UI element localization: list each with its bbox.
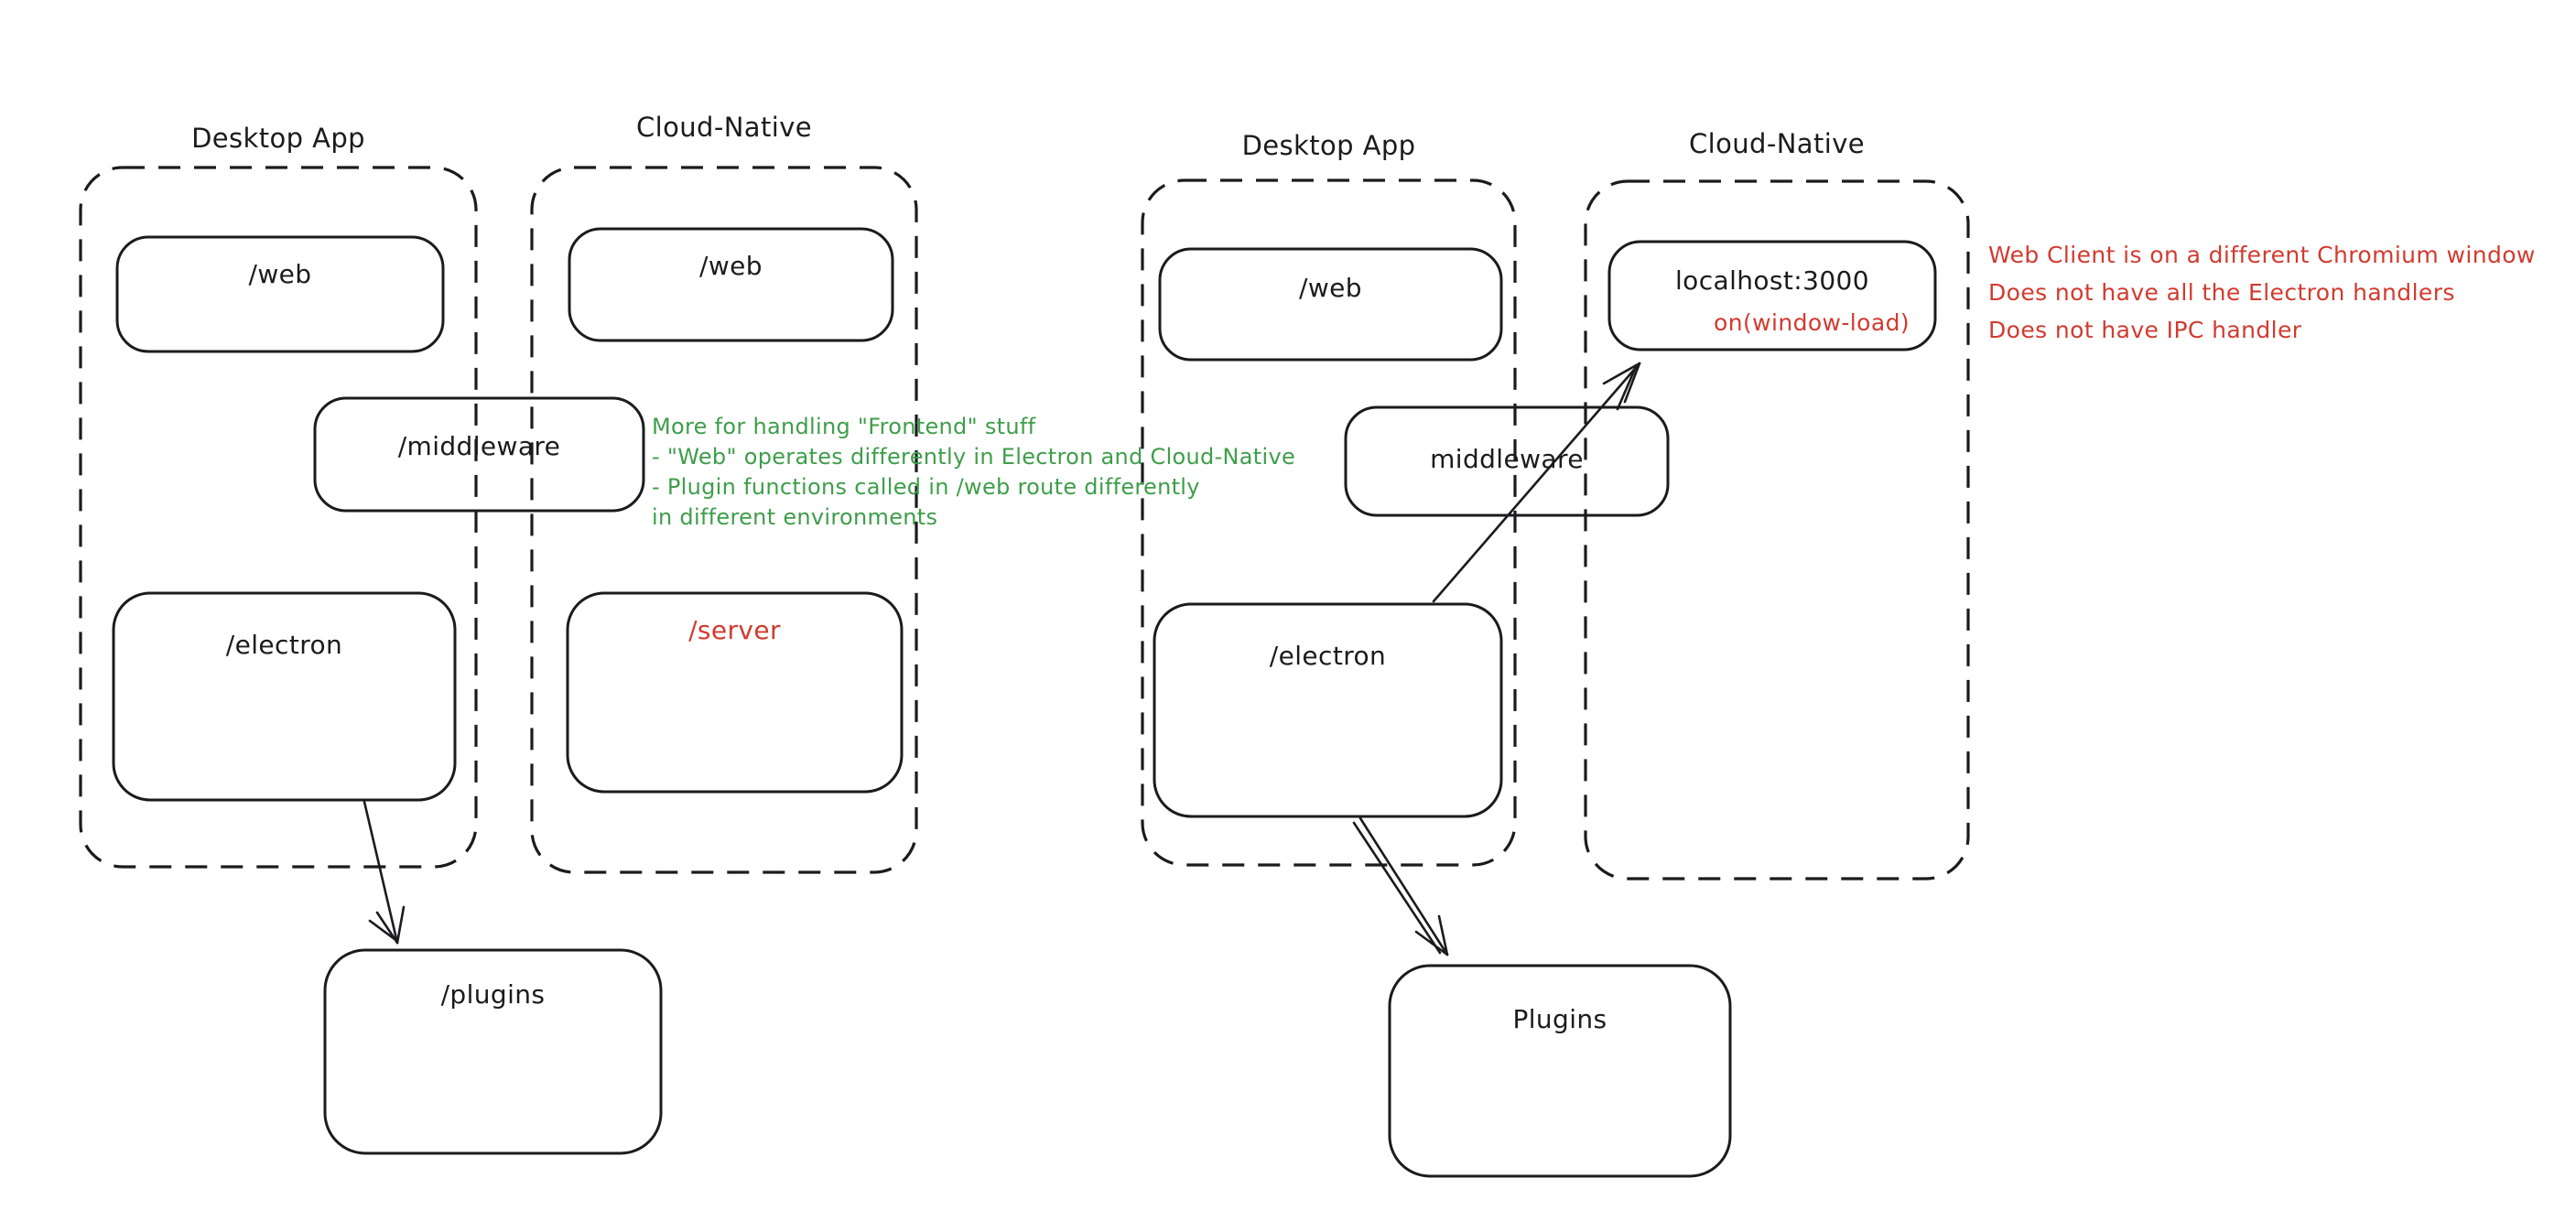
red-annotation-line-2: Does not have all the Electron handlers xyxy=(1988,279,2455,306)
left-electron-label[interactable]: /electron xyxy=(225,630,343,660)
right-web-box[interactable] xyxy=(1158,247,1503,362)
green-annotation-line-2: - "Web" operates differently in Electron… xyxy=(652,444,1296,470)
green-annotation-line-4: in different environments xyxy=(652,504,938,530)
right-electron-label[interactable]: /electron xyxy=(1269,641,1387,671)
right-plugins-label[interactable]: Plugins xyxy=(1512,1004,1607,1034)
right-localhost-label[interactable]: localhost:3000 xyxy=(1675,265,1869,296)
right-cloud-native-label[interactable]: Cloud-Native xyxy=(1689,128,1865,159)
left-web-cloud-box[interactable] xyxy=(568,227,894,342)
left-arrow-electron-to-plugins[interactable] xyxy=(363,800,406,945)
right-arrow-electron-to-localhost[interactable] xyxy=(1432,362,1641,603)
right-desktop-app-label[interactable]: Desktop App xyxy=(1241,130,1416,161)
left-web-desktop-box[interactable] xyxy=(115,235,445,353)
green-annotation-line-1: More for handling "Frontend" stuff xyxy=(652,414,1036,439)
right-localhost-box[interactable] xyxy=(1607,240,1937,351)
left-middleware-box[interactable] xyxy=(313,396,645,513)
left-server-box[interactable] xyxy=(566,591,904,794)
right-localhost-sub-label[interactable]: on(window-load) xyxy=(1714,309,1910,336)
right-electron-box[interactable] xyxy=(1153,602,1503,818)
red-annotation-line-3: Does not have IPC handler xyxy=(1988,317,2302,343)
green-annotation-line-3: - Plugin functions called in /web route … xyxy=(652,474,1200,500)
left-plugins-box[interactable] xyxy=(323,948,663,1155)
left-cloud-native-container[interactable] xyxy=(530,166,918,874)
right-plugins-box[interactable] xyxy=(1388,964,1732,1178)
left-desktop-app-container[interactable] xyxy=(79,166,478,869)
right-middleware-label[interactable]: middleware xyxy=(1430,444,1584,474)
left-middleware-label[interactable]: /middleware xyxy=(397,431,561,461)
right-desktop-app-container[interactable] xyxy=(1141,178,1517,867)
left-web-desktop-label[interactable]: /web xyxy=(248,259,312,289)
red-annotation[interactable]: Web Client is on a different Chromium wi… xyxy=(1988,236,2536,349)
left-plugins-label[interactable]: /plugins xyxy=(440,979,546,1010)
left-server-label[interactable]: /server xyxy=(688,615,781,645)
left-web-cloud-label[interactable]: /web xyxy=(699,251,763,281)
red-annotation-line-1: Web Client is on a different Chromium wi… xyxy=(1988,242,2536,268)
left-electron-box[interactable] xyxy=(112,591,457,802)
left-desktop-app-label[interactable]: Desktop App xyxy=(191,123,365,154)
left-cloud-native-label[interactable]: Cloud-Native xyxy=(636,112,812,143)
right-arrow-electron-to-plugins[interactable] xyxy=(1352,816,1449,956)
green-annotation[interactable]: More for handling "Frontend" stuff - "We… xyxy=(652,412,1295,533)
right-web-label[interactable]: /web xyxy=(1299,273,1362,303)
right-cloud-native-container[interactable] xyxy=(1584,179,1970,881)
